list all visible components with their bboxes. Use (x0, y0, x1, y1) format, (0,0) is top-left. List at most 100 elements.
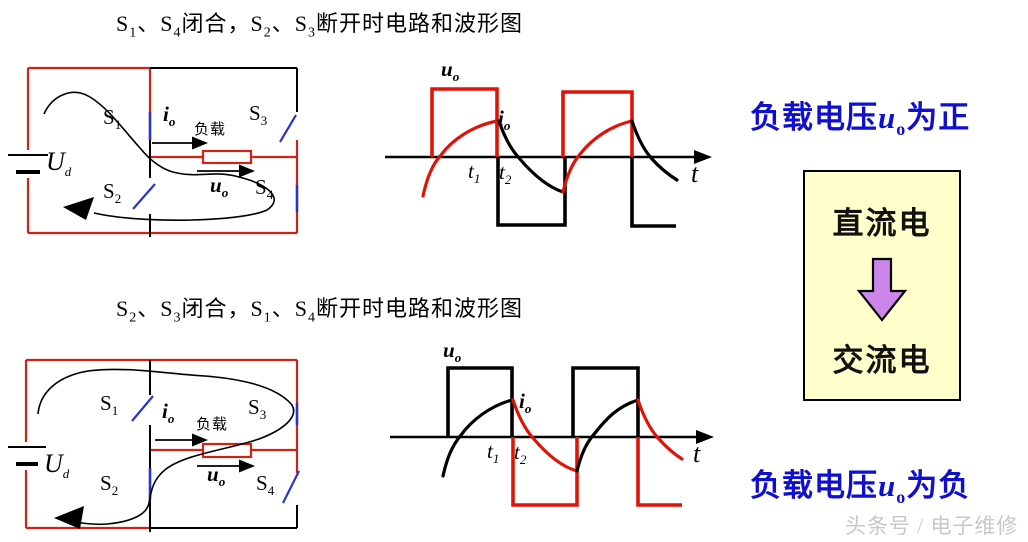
load-label: 负载 (196, 418, 228, 433)
symbol-sub: 3 (259, 407, 267, 423)
note-symbol: u (878, 100, 897, 135)
title-sub: 3 (173, 310, 182, 326)
load-text: 负载 (196, 417, 229, 433)
current-rise-curve-1 (421, 119, 499, 198)
title-part: 闭合，S (181, 296, 264, 321)
symbol-sub: 1 (473, 171, 481, 187)
current-decay-curve-2 (630, 119, 679, 182)
title-sub: 1 (129, 25, 138, 41)
symbol: S (100, 391, 112, 415)
symbol-sub: o (524, 401, 532, 417)
title-part: S (116, 11, 130, 36)
t1-tick-label: t1 (487, 439, 500, 467)
switch-s4-label: S4 (256, 471, 274, 498)
symbol: u (207, 462, 219, 486)
switch-s3-open-blade (279, 114, 297, 143)
symbol: u (443, 338, 455, 362)
current-loop-arrow-head (63, 197, 94, 220)
symbol-sub: 4 (266, 187, 274, 203)
bottom-circuit-black-wires (149, 360, 298, 532)
note-text: 负载电压 (750, 468, 878, 503)
t1-tick-label: t1 (468, 159, 481, 187)
bottom-waveform-plot (390, 366, 714, 507)
current-rise-curve-1 (441, 398, 514, 478)
down-arrow-shape (856, 257, 908, 322)
top-circuit-black-wires (149, 67, 298, 237)
voltage-arrow-head (239, 164, 255, 178)
output-voltage-label: uo (210, 173, 229, 201)
symbol-sub: 1 (492, 451, 500, 467)
title-part: 断开时电路和波形图 (316, 11, 524, 36)
source-voltage-label: Ud (46, 149, 71, 179)
symbol-sub: 1 (111, 403, 119, 419)
title-sub: 4 (173, 25, 182, 41)
current-loop-curve (37, 368, 295, 526)
voltage-negative-pulses (496, 157, 676, 228)
symbol-sub: o (218, 474, 226, 490)
load-text: 负载 (194, 122, 227, 138)
title-sub: 1 (263, 310, 272, 326)
source-voltage-label: Ud (44, 449, 69, 481)
top-circuit-red-wires (26, 66, 299, 235)
switch-s3-label: S3 (248, 397, 267, 423)
title-sub: 3 (308, 25, 316, 41)
symbol: U (44, 449, 63, 478)
symbol: t (693, 439, 701, 468)
current-arrow-head (192, 136, 208, 150)
symbol: u (441, 57, 453, 81)
down-arrow-icon (856, 257, 908, 322)
symbol-sub: 1 (114, 117, 122, 133)
symbol: t (487, 439, 493, 463)
symbol-sub: 2 (504, 172, 512, 188)
note-symbol-sub: o (896, 487, 907, 508)
t2-tick-label: t2 (514, 440, 527, 468)
switch-s2-open-blade (132, 183, 156, 210)
symbol: t (514, 440, 520, 464)
title-sub: 4 (308, 310, 316, 326)
top-circuit-drawing (8, 66, 299, 237)
symbol-sub: o (221, 185, 229, 201)
symbol-sub: o (168, 114, 176, 130)
symbol: u (210, 173, 222, 197)
note-voltage-negative: 负载电压uo为负 (750, 460, 970, 508)
symbol-sub: 2 (114, 191, 122, 207)
symbol-sub: 2 (111, 483, 119, 499)
waveform-voltage-label: uo (441, 57, 460, 85)
symbol-sub: o (452, 69, 460, 85)
title-part: 闭合，S (181, 11, 264, 36)
note-voltage-positive: 负载电压uo为正 (750, 92, 970, 140)
symbol-sub: 3 (260, 113, 268, 129)
switch-s1-label: S1 (100, 391, 119, 419)
symbol: t (468, 159, 474, 183)
voltage-positive-pulses (430, 87, 634, 157)
time-axis-arrow-head (696, 430, 714, 444)
load-label: 负载 (194, 123, 226, 138)
symbol-sub: 2 (519, 452, 527, 468)
voltage-arrow-head (239, 459, 255, 473)
current-decay-curve-2 (636, 398, 684, 461)
symbol: S (256, 471, 268, 495)
switch-s2-label: S2 (100, 473, 119, 499)
voltage-positive-pulses (446, 366, 640, 437)
symbol-sub: o (503, 118, 511, 134)
load-resistor (201, 442, 253, 459)
waveform-voltage-label: uo (443, 338, 461, 365)
time-axis-label: t (691, 161, 698, 187)
switch-s4-label: S4 (255, 175, 274, 203)
switch-s1-label: S1 (103, 107, 122, 133)
title-part: 、S (271, 11, 308, 36)
dc-label: 直流电 (832, 206, 932, 241)
output-current-label: io (162, 401, 174, 426)
current-rise-curve-2 (561, 119, 634, 194)
note-text: 为负 (906, 468, 971, 503)
symbol: t (499, 160, 505, 184)
title-part: 、S (271, 296, 308, 321)
title-sub: 2 (129, 310, 138, 326)
symbol: S (255, 175, 267, 199)
title-part: 、S (137, 296, 174, 321)
output-voltage-label: uo (207, 462, 226, 490)
symbol: i (498, 106, 504, 130)
current-rise-curve-2 (575, 398, 640, 473)
